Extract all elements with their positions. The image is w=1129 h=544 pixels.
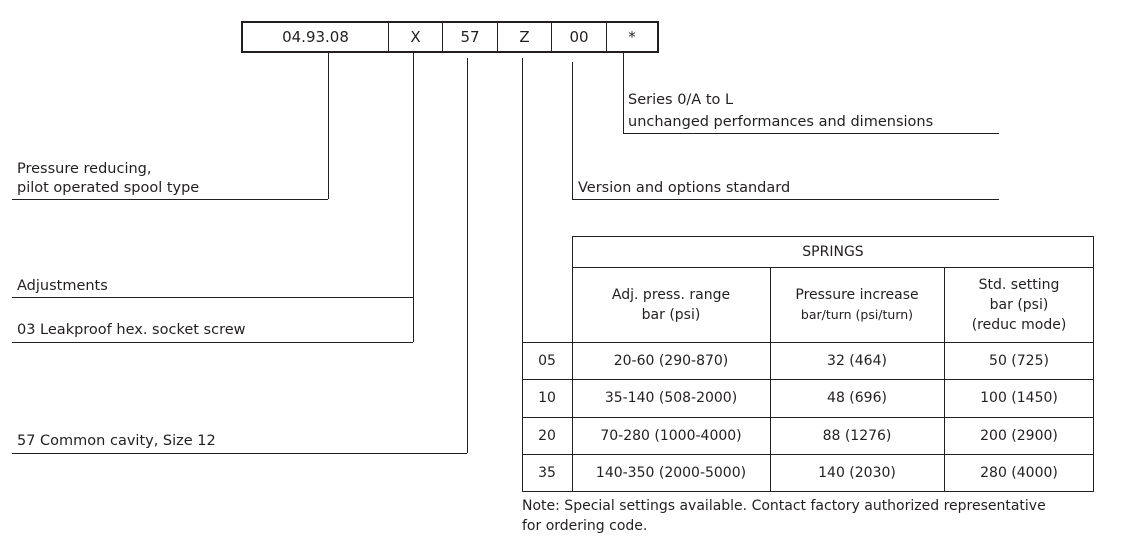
leader-version-horizontal	[572, 199, 999, 200]
header-pressure-increase: Pressure increase bar/turn (psi/turn)	[770, 267, 944, 342]
header-pressure-increase-line1: Pressure increase	[795, 286, 919, 303]
row-setting: 200 (2900)	[980, 427, 1058, 444]
cavity-label: 57 Common cavity, Size 12	[17, 433, 216, 449]
leader-spring-vertical	[522, 58, 523, 342]
adjustments-label: Adjustments	[17, 278, 108, 294]
header-std-setting-line3: (reduc mode)	[971, 316, 1067, 333]
note-line1: Note: Special settings available. Contac…	[522, 498, 1046, 514]
row-code: 05	[538, 352, 556, 369]
header-pressure-increase-line2: bar/turn (psi/turn)	[800, 306, 914, 322]
leader-model-vertical	[328, 53, 329, 199]
header-std-setting-line1: Std. setting	[978, 276, 1060, 293]
table-col-divider	[770, 267, 771, 491]
leader-model-horizontal	[12, 199, 328, 200]
row-range: 35-140 (508-2000)	[604, 390, 738, 406]
row-code: 10	[538, 390, 556, 406]
code-segment-spring: Z	[498, 23, 552, 51]
row-setting: 100 (1450)	[980, 390, 1058, 406]
row-increase: 140 (2030)	[818, 464, 896, 481]
leader-series-horizontal	[623, 133, 999, 134]
row-code: 35	[538, 464, 556, 481]
header-std-setting-line2: bar (psi)	[989, 296, 1049, 313]
row-code: 20	[538, 427, 556, 444]
series-label-line1: Series 0/A to L	[628, 92, 734, 108]
header-adj-range: Adj. press. range bar (psi)	[572, 267, 770, 342]
leader-version-vertical	[572, 62, 573, 199]
springs-table: SPRINGS Adj. press. range bar (psi) Pres…	[522, 236, 1094, 492]
leader-adjust-bottom	[12, 342, 413, 343]
row-range: 70-280 (1000-4000)	[600, 427, 742, 444]
table-title-divider	[572, 267, 1094, 268]
version-label: Version and options standard	[578, 180, 791, 196]
table-bottom-border	[522, 491, 1094, 492]
row-increase: 88 (1276)	[822, 427, 892, 444]
row-range: 140-350 (2000-5000)	[595, 464, 747, 481]
code-segment-cavity: 57	[443, 23, 498, 51]
row-setting: 280 (4000)	[980, 464, 1058, 481]
code-segment-model: 04.93.08	[243, 23, 389, 51]
pressure-label-line1: Pressure reducing,	[17, 161, 152, 177]
code-segment-version: 00	[552, 23, 607, 51]
code-segment-adjustment: X	[389, 23, 443, 51]
series-label-line2: unchanged performances and dimensions	[628, 114, 934, 130]
leader-cavity-horizontal	[12, 453, 467, 454]
table-right-border	[1093, 236, 1094, 491]
leader-cavity-vertical	[467, 58, 468, 453]
row-increase: 32 (464)	[827, 352, 887, 369]
table-row-divider	[522, 454, 1094, 455]
table-top-border	[572, 236, 1094, 237]
table-row-divider	[522, 379, 1094, 380]
leader-adjust-top	[12, 297, 413, 298]
header-adj-range-line2: bar (psi)	[641, 306, 701, 323]
row-setting: 50 (725)	[989, 352, 1049, 369]
note-line2: for ordering code.	[522, 518, 648, 534]
table-code-divider	[572, 236, 573, 491]
adjust-option-label: 03 Leakproof hex. socket screw	[17, 322, 246, 338]
leader-series-vertical	[623, 53, 624, 133]
table-header-divider	[522, 342, 1094, 343]
header-adj-range-line1: Adj. press. range	[611, 286, 731, 303]
header-std-setting: Std. setting bar (psi) (reduc mode)	[944, 267, 1094, 342]
code-segment-series: *	[628, 28, 636, 46]
ordering-code-box: 04.93.08 X 57 Z 00 *	[241, 21, 659, 53]
pressure-label-line2: pilot operated spool type	[17, 180, 200, 196]
row-increase: 48 (696)	[827, 390, 887, 406]
table-col-divider	[944, 267, 945, 491]
table-note: Note: Special settings available. Contac…	[522, 496, 1046, 536]
table-title: SPRINGS	[802, 243, 864, 260]
leader-adjust-vertical	[413, 53, 414, 342]
table-row-divider	[522, 417, 1094, 418]
table-left-border	[522, 342, 523, 491]
row-range: 20-60 (290-870)	[613, 352, 729, 369]
